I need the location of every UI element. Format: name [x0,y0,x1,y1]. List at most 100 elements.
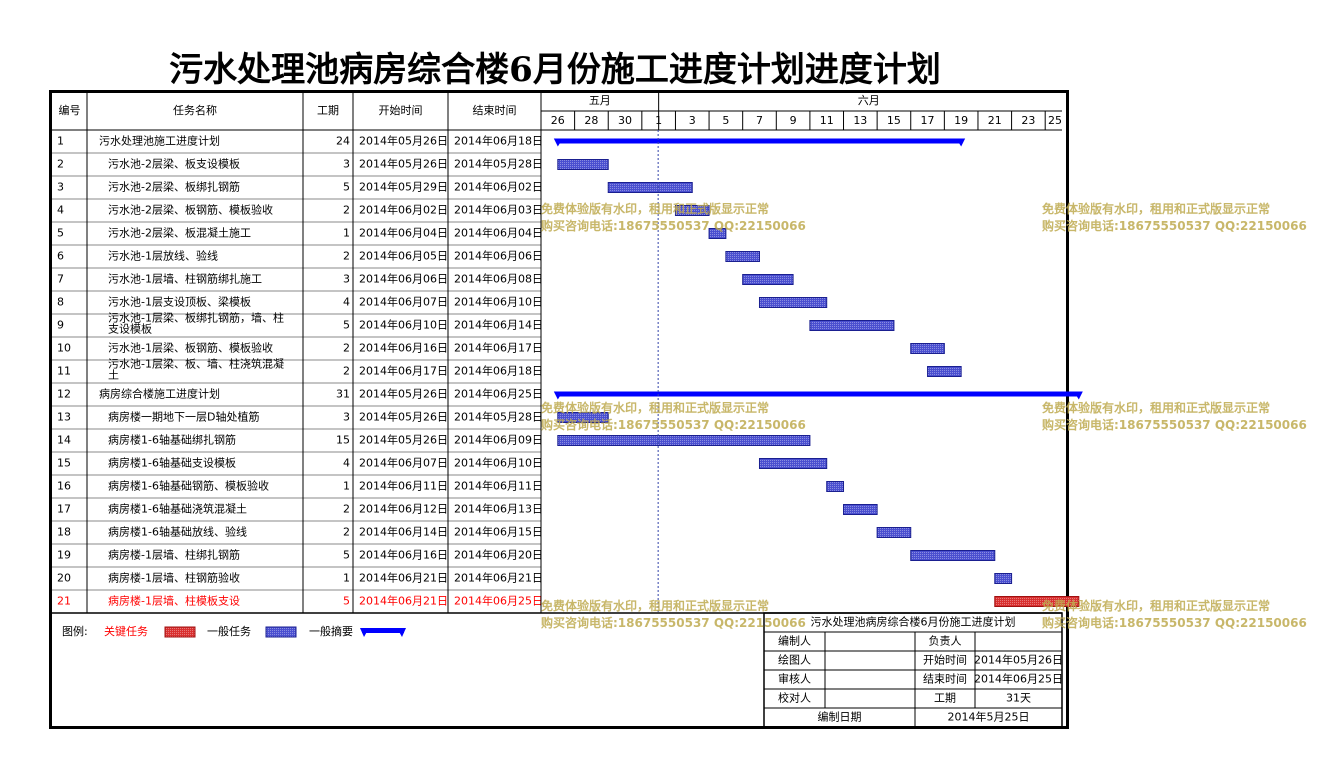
task-start: 2014年06月14日 [359,525,448,539]
legend-normal-swatch [265,626,297,638]
task-duration: 2 [343,204,350,217]
info-label: 绘图人 [778,653,811,667]
task-id: 7 [57,273,64,286]
col-header-duration: 工期 [317,104,339,117]
info-value: 31天 [1006,692,1031,705]
task-end: 2014年06月02日 [454,180,543,194]
summary-bar [557,138,962,144]
task-bar [557,159,609,170]
task-name-line: 支设模板 [108,322,152,336]
task-bar [826,481,845,492]
task-duration: 5 [343,549,350,562]
task-duration: 2 [343,365,350,378]
task-name: 污水池-1层梁、板钢筋、模板验收 [108,341,273,355]
task-duration: 31 [336,388,350,401]
task-end: 2014年05月28日 [454,157,543,171]
info-value: 2014年5月25日 [948,710,1030,724]
task-duration: 4 [343,296,350,309]
task-start: 2014年06月07日 [359,456,448,470]
task-name: 病房楼-1层墙、柱绑扎钢筋 [108,548,240,562]
task-bar [809,320,895,331]
summary-bar-end [956,138,966,147]
col-header-id: 编号 [59,103,81,117]
task-end: 2014年06月25日 [454,387,543,401]
task-end: 2014年06月13日 [454,502,543,516]
info-value: 2014年05月26日 [974,653,1063,667]
task-end: 2014年06月04日 [454,226,543,240]
info-label: 校对人 [778,691,811,705]
summary-bar [557,391,1079,397]
col-header-name: 任务名称 [173,103,217,117]
legend-summary-end [397,628,406,637]
task-name-line: 污水池-1层梁、板绑扎钢筋，墙、柱 [108,311,284,325]
info-label: 负责人 [929,634,962,648]
task-id: 16 [57,480,71,493]
task-duration: 4 [343,457,350,470]
task-name: 病房楼1-6轴基础浇筑混凝土 [108,502,247,516]
task-duration: 2 [343,342,350,355]
task-duration: 5 [343,319,350,332]
task-id: 20 [57,572,71,585]
task-end: 2014年06月09日 [454,433,543,447]
task-id: 21 [57,595,71,608]
task-id: 15 [57,457,71,470]
task-start: 2014年06月02日 [359,203,448,217]
task-duration: 1 [343,480,350,493]
task-start: 2014年06月21日 [359,571,448,585]
task-start: 2014年06月16日 [359,341,448,355]
day-tick-label: 15 [887,114,901,127]
task-id: 1 [57,135,64,148]
day-tick-label: 25 [1048,114,1062,127]
task-id: 19 [57,549,71,562]
task-name: 病房楼1-6轴基础钢筋、模板验收 [108,479,269,493]
month-label: 六月 [858,94,880,107]
task-bar [758,458,828,469]
task-start: 2014年06月17日 [359,364,448,378]
day-tick-label: 23 [1021,114,1035,127]
task-end: 2014年06月03日 [454,203,543,217]
task-start: 2014年06月11日 [359,479,448,493]
task-start: 2014年05月26日 [359,134,448,148]
legend-summary-swatch [362,628,404,633]
task-name: 污水池-1层放线、验线 [108,249,218,263]
task-name: 污水池-1层墙、柱钢筋绑扎施工 [108,272,262,286]
task-duration: 24 [336,135,350,148]
task-end: 2014年06月25日 [454,594,543,608]
summary-bar-end [1073,391,1083,400]
task-end: 2014年06月08日 [454,272,543,286]
task-name: 病房楼一期地下一层D轴处植筋 [108,410,259,424]
day-tick-label: 26 [551,114,565,127]
task-start: 2014年05月29日 [359,180,448,194]
task-id: 5 [57,227,64,240]
task-start: 2014年05月26日 [359,410,448,424]
task-id: 8 [57,296,64,309]
day-tick-label: 11 [820,114,834,127]
task-name: 污水池-2层梁、板支设模板 [108,157,240,171]
task-bar [927,366,962,377]
critical-task-bar [994,596,1080,607]
task-bar [674,205,710,216]
task-name: 病房楼1-6轴基础支设模板 [108,456,236,470]
task-start: 2014年06月10日 [359,318,448,332]
task-bar [758,297,828,308]
day-tick-label: 9 [790,114,797,127]
task-duration: 5 [343,595,350,608]
task-name: 病房综合楼施工进度计划 [99,387,220,401]
col-header-start: 开始时间 [379,103,423,117]
task-duration: 15 [336,434,350,447]
task-bar [708,228,727,239]
task-id: 18 [57,526,71,539]
task-duration: 1 [343,572,350,585]
task-bar [557,435,811,446]
legend-summary-label: 一般摘要 [309,624,353,638]
task-name: 污水处理池施工进度计划 [99,134,220,148]
task-bar [843,504,878,515]
task-id: 17 [57,503,71,516]
task-end: 2014年06月20日 [454,548,543,562]
day-tick-label: 30 [618,114,632,127]
task-duration: 2 [343,250,350,263]
task-id: 13 [57,411,71,424]
task-bar [742,274,794,285]
task-bar [994,573,1013,584]
